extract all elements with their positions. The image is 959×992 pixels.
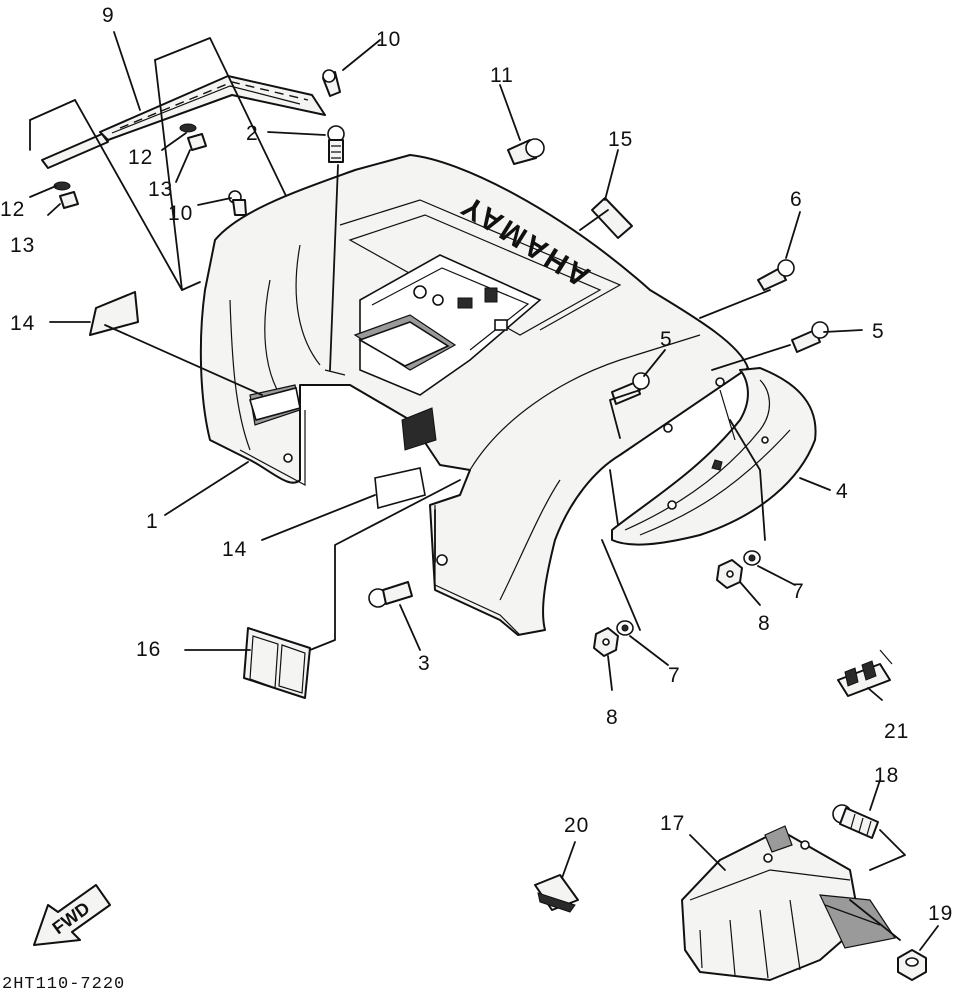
callout-8a: 8 bbox=[758, 612, 771, 635]
nut-13-lower bbox=[59, 191, 79, 209]
clip-part-21 bbox=[837, 649, 893, 697]
washer-7-right bbox=[743, 550, 761, 566]
bolt-3 bbox=[368, 581, 413, 608]
bolt-2 bbox=[327, 125, 345, 163]
callout-12b: 12 bbox=[0, 198, 25, 221]
callout-17: 17 bbox=[660, 812, 685, 835]
callout-3: 3 bbox=[418, 652, 431, 675]
decal-part-15 bbox=[591, 197, 633, 239]
bolt-5-middle bbox=[611, 372, 650, 405]
callout-14b: 14 bbox=[222, 538, 247, 561]
callout-11: 11 bbox=[490, 64, 514, 87]
reflector-part-16 bbox=[243, 627, 311, 699]
callout-10b: 10 bbox=[168, 202, 193, 225]
callout-10a: 10 bbox=[376, 28, 401, 51]
nut-8-right bbox=[716, 559, 743, 589]
bolt-6 bbox=[757, 259, 795, 291]
callout-16: 16 bbox=[136, 638, 161, 661]
callout-19: 19 bbox=[928, 902, 953, 925]
fasteners bbox=[53, 69, 927, 981]
bolt-10-top bbox=[322, 69, 341, 97]
bolt-18 bbox=[832, 804, 879, 839]
callout-7b: 7 bbox=[668, 664, 681, 687]
nut-13-upper bbox=[187, 133, 207, 151]
callout-15: 15 bbox=[608, 128, 633, 151]
callout-14a: 14 bbox=[10, 312, 35, 335]
leader-lines bbox=[29, 31, 939, 951]
callout-5b: 5 bbox=[872, 320, 885, 343]
callout-6: 6 bbox=[790, 188, 803, 211]
callout-13a: 13 bbox=[148, 178, 173, 201]
nut-19 bbox=[897, 949, 927, 981]
callout-9: 9 bbox=[102, 4, 115, 27]
callout-8b: 8 bbox=[606, 706, 619, 729]
rear-fender-part-1: YAMAHA bbox=[199, 154, 749, 636]
washer-7-lower bbox=[616, 620, 634, 636]
callout-5a: 5 bbox=[660, 328, 673, 351]
bolt-10-middle bbox=[228, 190, 247, 216]
nut-8-lower bbox=[593, 627, 619, 657]
mud-flap-part-17 bbox=[681, 825, 896, 981]
pad-part-20-shadow bbox=[537, 892, 576, 913]
callout-20: 20 bbox=[564, 814, 589, 837]
label-parts-14 bbox=[89, 291, 426, 510]
rack-rail-part-9 bbox=[41, 75, 326, 169]
callout-labels: 1 2 3 4 5 5 6 7 7 8 8 9 10 10 11 12 12 1… bbox=[0, 4, 953, 925]
fwd-direction-arrow: FWD bbox=[33, 884, 111, 946]
callout-2: 2 bbox=[246, 122, 259, 145]
bolt-5-right bbox=[791, 321, 829, 353]
callout-7a: 7 bbox=[792, 580, 805, 603]
side-guard-part-4 bbox=[611, 367, 817, 546]
bolt-11 bbox=[507, 138, 545, 165]
callout-1: 1 bbox=[146, 510, 159, 533]
washer-12-upper bbox=[179, 123, 197, 133]
callout-13b: 13 bbox=[10, 234, 35, 257]
callout-12a: 12 bbox=[128, 146, 153, 169]
drawing-code: 2HT110-7220 bbox=[2, 975, 125, 992]
callout-18: 18 bbox=[874, 764, 899, 787]
callout-21: 21 bbox=[884, 720, 909, 743]
callout-4: 4 bbox=[836, 480, 849, 503]
